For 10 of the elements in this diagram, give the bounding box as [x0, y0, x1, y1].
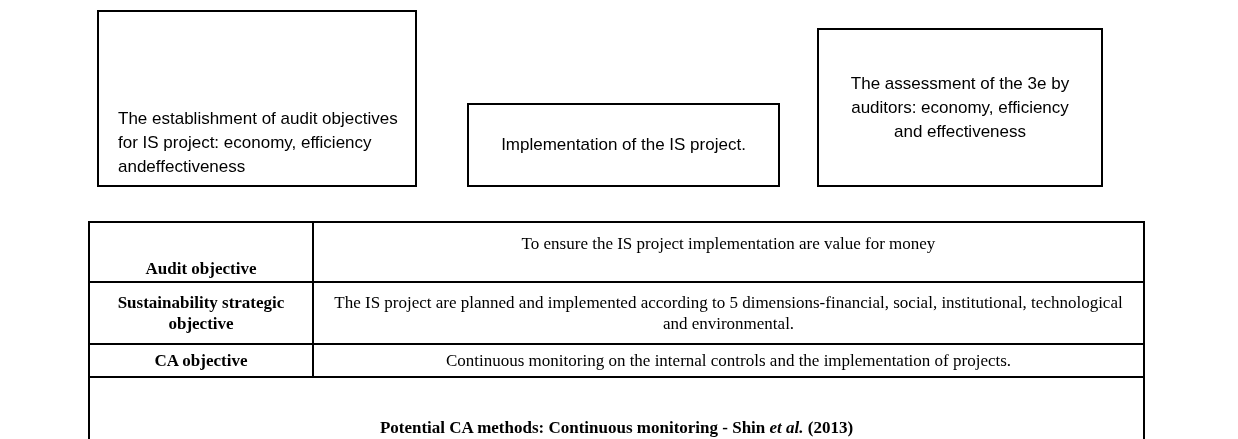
text-box: The establishment of audit objectives for IS project: economy, efficiency andeffectiveness	[97, 10, 417, 187]
row-header: Sustainability strategic objective	[116, 292, 286, 334]
table-cell-text: To ensure the IS project implementation are value for money	[521, 233, 936, 254]
table-cell-text: Continuous monitoring on the internal controls and the implementation of projects.	[445, 350, 1012, 371]
row-header: CA objective	[154, 350, 248, 371]
table-cell-text: The IS project are planned and implemented according to 5 dimensions-financial, social, institutional, technological and environmental.	[333, 292, 1124, 334]
table-footer-text: Potential CA methods: Continuous monitoring - Shin et al. (2013)	[379, 417, 854, 438]
text-box: Implementation of the IS project.	[467, 103, 780, 187]
text-box: The assessment of the 3e by auditors: economy, efficiency and effectiveness	[817, 28, 1103, 187]
row-header: Audit objective	[145, 258, 257, 279]
